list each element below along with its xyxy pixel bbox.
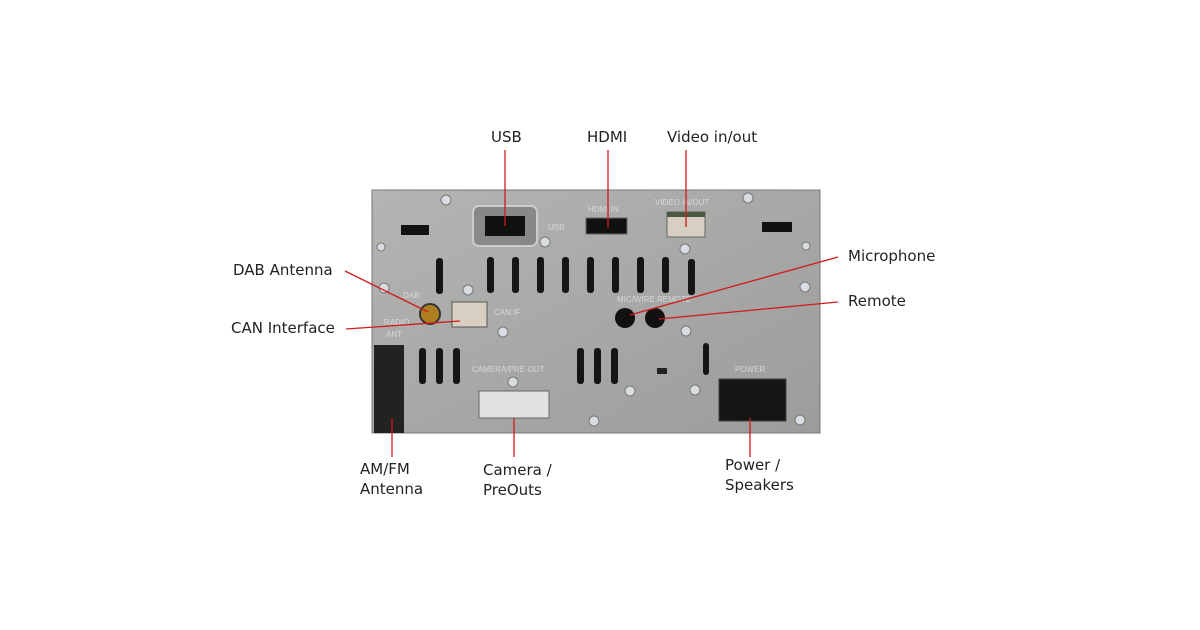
panel-print-usb: USB [548, 223, 564, 232]
label-video: Video in/out [667, 128, 758, 146]
label-usb: USB [491, 128, 522, 146]
label-line: AM/FM [360, 460, 410, 478]
vent-slots [419, 257, 709, 384]
label-power-speakers: Power / Speakers [725, 455, 794, 495]
label-can-interface: CAN Interface [231, 319, 335, 337]
label-remote: Remote [848, 292, 906, 310]
panel-print-video: VIDEO IN/OUT [655, 198, 709, 207]
power-port [718, 378, 787, 422]
label-line: Speakers [725, 476, 794, 494]
panel-print-hdmi: HDMI IN [588, 205, 619, 214]
panel-print-radio: RADIO [384, 318, 409, 327]
panel-print-power: POWER [735, 365, 765, 374]
panel-print-mic: MIC/WIRE REMOTE [617, 295, 691, 304]
hdmi-port [585, 217, 628, 235]
panel-print-dab: DAB [403, 291, 419, 300]
camera-port [478, 390, 550, 419]
can-port [451, 301, 488, 328]
label-line: Camera / [483, 461, 552, 479]
label-camera-preouts: Camera / PreOuts [483, 460, 552, 500]
label-line: PreOuts [483, 481, 542, 499]
label-dab-antenna: DAB Antenna [233, 261, 333, 279]
remote-jack [645, 308, 665, 328]
label-hdmi: HDMI [587, 128, 628, 146]
panel-print-ant: ANT [386, 330, 402, 339]
panel-print-camera: CAMERA/PRE-OUT [472, 365, 545, 374]
label-line: Antenna [360, 480, 424, 498]
antenna-cable [374, 345, 404, 433]
label-line: Power / [725, 456, 781, 474]
leader-lines [344, 150, 839, 457]
dab-antenna-port [419, 303, 441, 325]
label-microphone: Microphone [848, 247, 936, 265]
panel-print-canif: CAN IF [494, 308, 520, 317]
label-amfm-antenna: AM/FM Antenna [360, 459, 423, 499]
microphone-jack [615, 308, 635, 328]
